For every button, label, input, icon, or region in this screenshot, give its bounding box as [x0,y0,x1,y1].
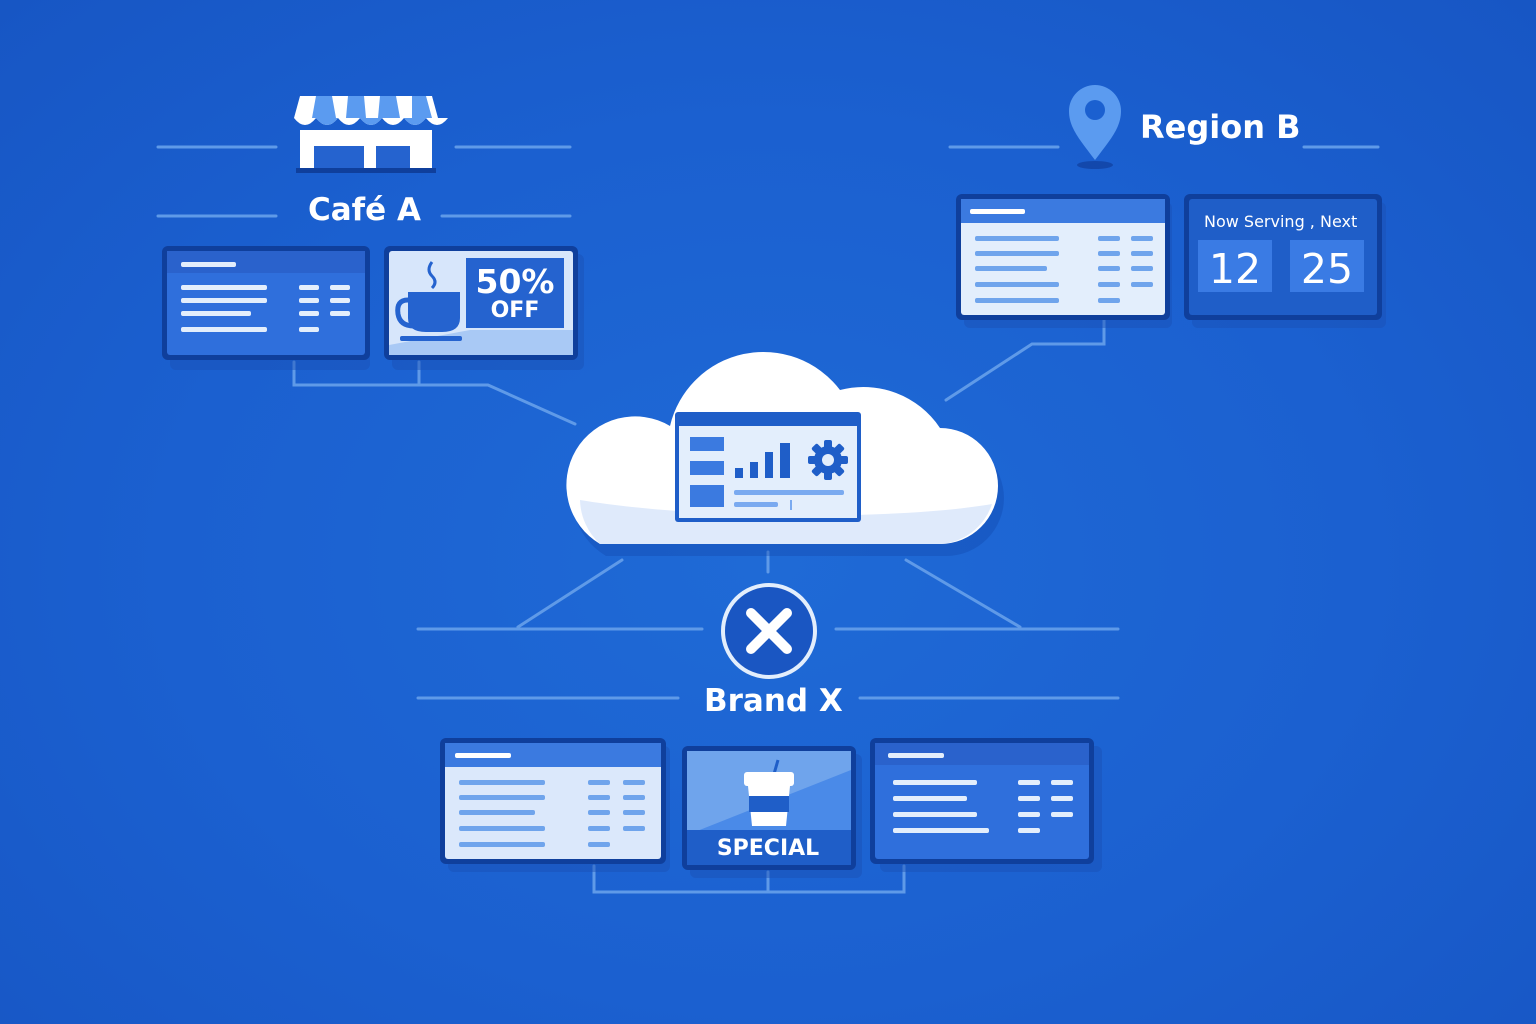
brand-special-screen [682,746,862,878]
promo-off-label: OFF [490,298,540,323]
takeaway-cup-icon [744,759,794,826]
storefront-icon [294,96,448,173]
special-label: SPECIAL [716,836,820,861]
next-number: 25 [1300,245,1354,293]
brand-x-label: Brand X [704,683,843,719]
region-b-label: Region B [1140,108,1301,146]
cafe-a-label: Café A [308,192,421,228]
brand-menu-screen-right [870,738,1102,872]
map-pin-icon [1069,85,1121,169]
promo-percent: 50% [475,262,555,301]
queue-title: Now Serving , Next [1204,212,1358,231]
dashboard-icon [675,412,861,522]
region-menu-screen [956,194,1172,328]
queue-screen [1184,194,1386,328]
brand-x-icon [721,583,817,679]
cafe-promo-screen [384,246,584,370]
now-serving-number: 12 [1208,245,1262,293]
cafe-menu-screen [162,246,370,370]
gear-icon [808,440,848,480]
coffee-cup-icon [395,261,462,341]
connector-lines [156,145,1380,894]
brand-menu-screen-left [440,738,670,872]
